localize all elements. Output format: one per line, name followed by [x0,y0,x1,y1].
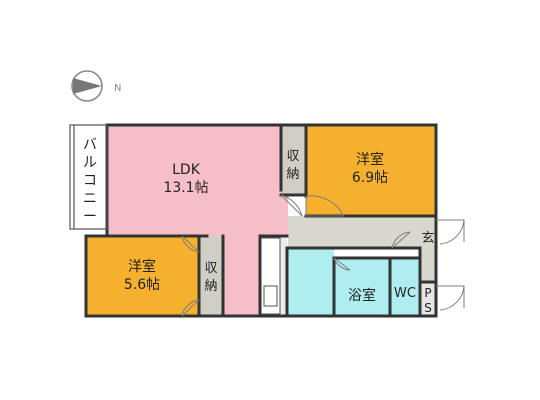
ldk-name: LDK [172,162,201,178]
door-bedroom-east [305,195,345,217]
storage-west-label-1: 収 [204,261,217,276]
balcony-char-2: ル [83,155,97,171]
balcony-area [70,125,107,229]
storage-west-label-2: 納 [204,279,217,294]
balcony-char-4: ニ [83,191,97,207]
bedroom-east [306,125,436,216]
kitchen-sink [263,285,278,307]
bedroom-west-name: 洋室 [128,258,156,275]
bedroom-east-name: 洋室 [356,151,384,168]
door-ldk-hall [280,194,303,217]
bathroom-label: 浴室 [348,287,376,304]
storage-west [199,236,223,316]
north-label: N [114,83,121,94]
storage-ldk [281,125,306,195]
toilet-label: WC [394,286,416,301]
storage-ldk-label-2: 納 [286,167,299,182]
pipe-space-label-1: P [424,286,431,300]
door-hall [391,231,411,249]
door-entrance [436,219,465,245]
corridor [288,216,436,282]
door-bedroom-west [181,235,200,253]
pipe-space-label-2: S [424,301,432,315]
washroom [287,248,334,316]
bedroom-west [86,236,199,316]
bathroom-room [334,258,390,316]
storage-ldk-label-1: 収 [286,149,299,164]
toilet-room [390,258,420,316]
bedroom-west-size: 5.6帖 [124,277,160,293]
balcony-char-1: バ [83,137,97,153]
door-bathroom [333,257,351,271]
compass: N [71,70,121,102]
ldk-size: 13.1帖 [163,180,208,196]
balcony-outline [69,124,108,230]
balcony-char-3: コ [83,173,97,189]
ldk-room [107,125,288,316]
pipe-space-room [420,282,436,316]
door-pipe-space [436,285,465,311]
entrance-label: 玄 [421,231,434,246]
door-storage-west [181,299,200,317]
doors [181,194,465,317]
north-arrow-icon [71,70,103,102]
balcony-char-5: ー [83,209,97,225]
bedroom-east-size: 6.9帖 [352,170,388,186]
